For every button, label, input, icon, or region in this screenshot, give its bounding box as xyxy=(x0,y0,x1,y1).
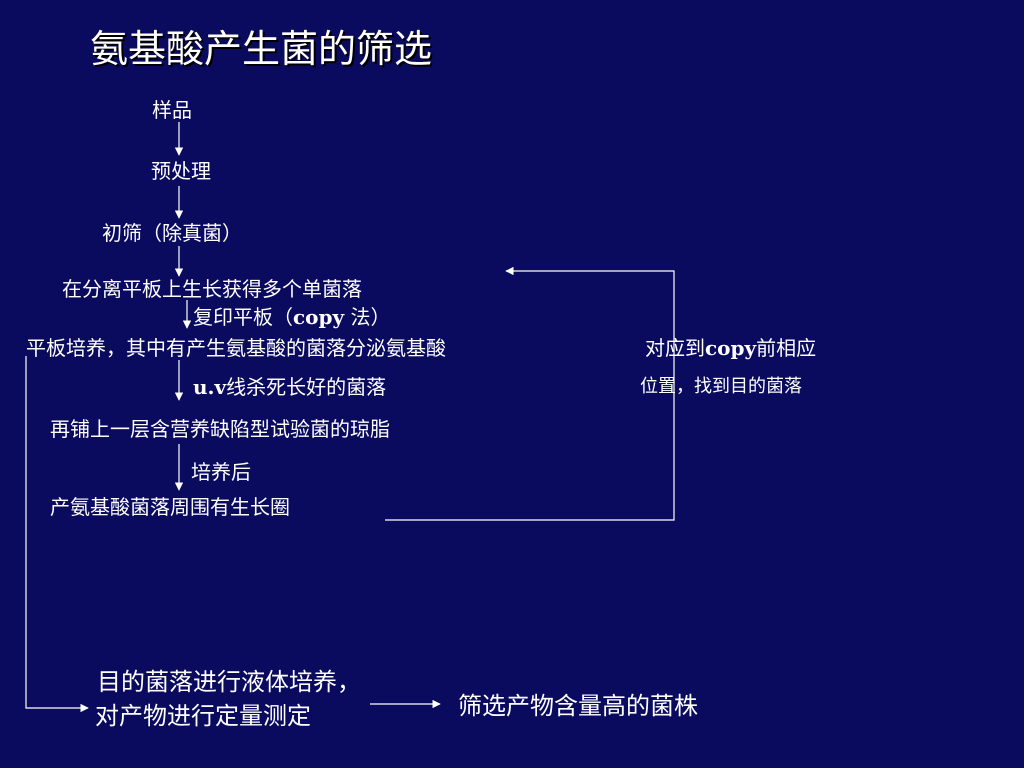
step-primary-screen: 初筛（除真菌） xyxy=(102,221,242,245)
step-final-strain: 筛选产物含量高的菌株 xyxy=(458,692,698,720)
step-sample: 样品 xyxy=(152,98,192,122)
step-liquid-culture: 目的菌落进行液体培养， xyxy=(97,668,361,696)
replica-label-post: 法） xyxy=(344,305,391,329)
step-overlay-agar: 再铺上一层含营养缺陷型试验菌的琼脂 xyxy=(50,417,390,441)
feedback-loop-line xyxy=(385,266,675,521)
step-quantify: 对产物进行定量测定 xyxy=(95,702,311,730)
side-note-line1: 对应到copy前相应 xyxy=(645,338,816,358)
step-plate-culture: 平板培养，其中有产生氨基酸的菌落分泌氨基酸 xyxy=(26,336,446,360)
step-grow-colonies: 在分离平板上生长获得多个单菌落 xyxy=(62,277,362,301)
left-branch-line xyxy=(25,356,89,713)
slide-title: 氨基酸产生菌的筛选 xyxy=(90,27,433,71)
uv-label-rest: 线杀死长好的菌落 xyxy=(226,375,387,399)
uv-label-prefix: u.v xyxy=(193,375,227,399)
side-note-line2: 位置，找到目的菌落 xyxy=(640,376,802,397)
replica-label-copy: copy xyxy=(293,305,345,329)
step-replica-plate: 复印平板（copy 法） xyxy=(193,307,390,327)
step-growth-zone: 产氨基酸菌落周围有生长圈 xyxy=(50,495,290,519)
side-note-post: 前相应 xyxy=(756,336,817,360)
step-uv-kill: u.v线杀死长好的菌落 xyxy=(193,377,386,397)
step-pretreatment: 预处理 xyxy=(151,159,211,183)
replica-label-pre: 复印平板（ xyxy=(193,305,293,329)
side-note-copy: copy xyxy=(705,336,757,360)
step-after-culture: 培养后 xyxy=(191,460,251,484)
side-note-pre: 对应到 xyxy=(645,336,705,360)
